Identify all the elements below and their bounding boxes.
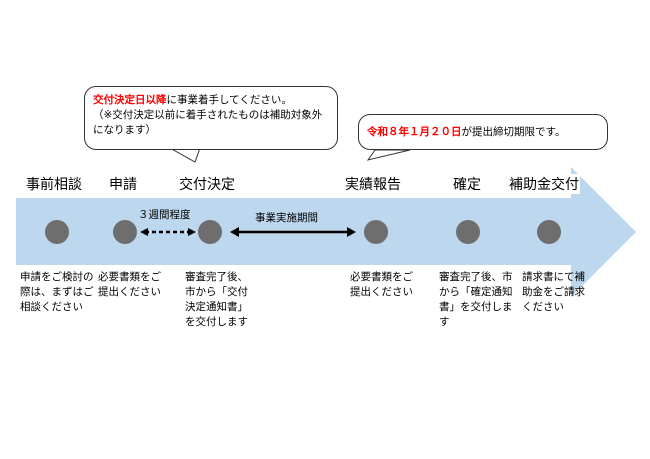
- stage-description: 審査完了後、市から「確定通知書」を交付します: [439, 271, 513, 328]
- stage-label: 事前相談: [25, 174, 83, 194]
- stage-description: 必要書類をご提出ください: [98, 271, 161, 298]
- project-period-label: 事業実施期間: [255, 212, 318, 224]
- stage-description: 申請をご検討の際は、まずはご相談ください: [20, 271, 94, 313]
- stage-description: 審査完了後、市から「交付決定通知書」を交付します: [185, 271, 248, 328]
- stage-dot: [198, 220, 222, 244]
- stage-description: 必要書類をご提出ください: [350, 271, 413, 298]
- stage-label: 交付決定: [178, 174, 236, 194]
- callout-tail: [366, 149, 411, 161]
- callout-tail: [168, 147, 201, 163]
- stage-description: 請求書にて補助金をご請求ください: [522, 271, 585, 313]
- stage-dot: [364, 220, 388, 244]
- stage-label: 実績報告: [344, 174, 402, 194]
- start-highlight: 交付決定日以降: [93, 94, 167, 106]
- start-text: に事業着手してください。: [166, 94, 292, 106]
- stage-dot: [537, 220, 561, 244]
- review-interval-label: ３週間程度: [138, 209, 191, 221]
- stage-dot: [45, 220, 69, 244]
- stage-label: 補助金交付: [508, 174, 580, 194]
- stage-label: 申請: [108, 174, 138, 194]
- start-note: （※交付決定以前に着手されたものは補助対象外になります）: [93, 109, 323, 136]
- stage-label: 確定: [452, 174, 482, 194]
- deadline-callout: 令和８年１月２０日が提出締切期限です。: [358, 114, 608, 150]
- deadline-highlight: 令和８年１月２０日: [367, 126, 462, 138]
- stage-dot: [113, 220, 137, 244]
- start-callout: 交付決定日以降に事業着手してください。 （※交付決定以前に着手されたものは補助対…: [84, 86, 338, 150]
- stage-dot: [456, 220, 480, 244]
- deadline-text: が提出締切期限です。: [461, 126, 566, 138]
